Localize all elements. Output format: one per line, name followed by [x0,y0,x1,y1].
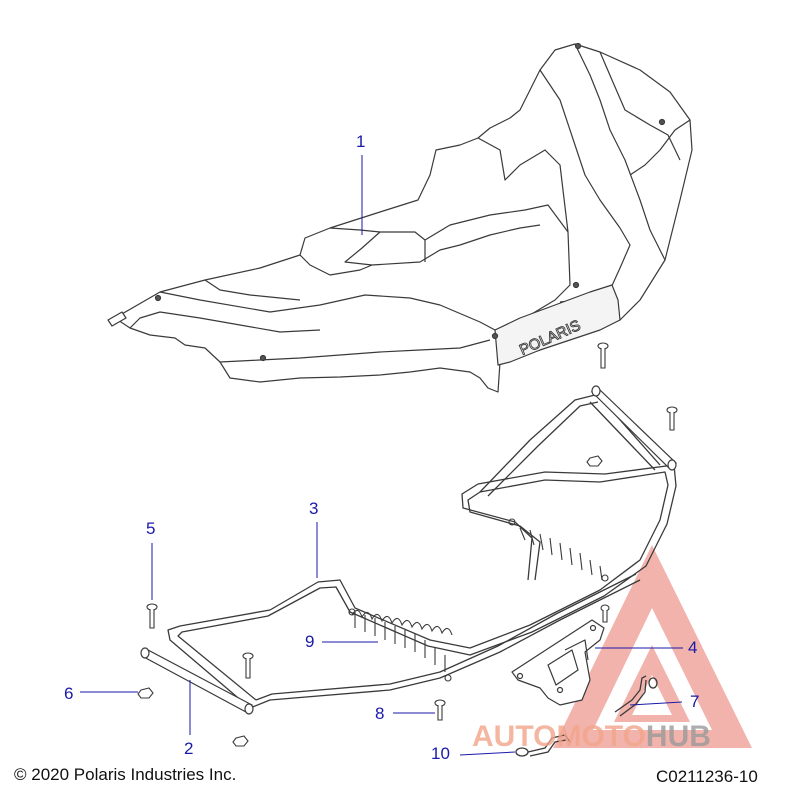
watermark-part2: HUB [645,720,711,753]
bolt-5 [146,603,158,629]
callout-4: 4 [688,638,698,657]
mounting-bracket [511,619,605,706]
spring-upper [508,518,609,582]
hook-pin [614,675,658,717]
axle-rod-right [590,385,678,471]
part-code: C0211236-10 [656,767,758,786]
callout-6: 6 [64,684,74,703]
bolt-cab [597,342,609,369]
watermark-text: AUTOMOTOHUB [472,722,711,752]
front-cab-fender: POLARIS [107,42,693,393]
callout-9: 9 [305,632,315,651]
spring-lower [348,608,453,682]
leader-lines [80,155,683,756]
callout-7: 7 [690,692,700,711]
nut-6 [137,687,154,699]
callout-3: 3 [309,499,319,518]
nut-top [586,455,603,467]
callout-8: 8 [375,704,385,723]
bolt-center [242,652,254,679]
watermark-triangle [553,545,752,748]
tube-frame [167,394,677,709]
watermark-part1: AUTOMOTO [472,720,646,753]
spring-clip [515,734,571,757]
bolt-bracket-top [600,604,610,623]
callout-1: 1 [356,132,366,151]
callout-2: 2 [184,739,194,758]
nut-bottom [232,735,249,747]
copyright-text: © 2020 Polaris Industries Inc. [14,765,237,784]
axle-rod-left [140,647,254,715]
bolt-top-right [666,406,678,431]
callout-5: 5 [146,519,156,538]
callout-10: 10 [431,744,450,763]
bolt-8 [434,699,446,721]
